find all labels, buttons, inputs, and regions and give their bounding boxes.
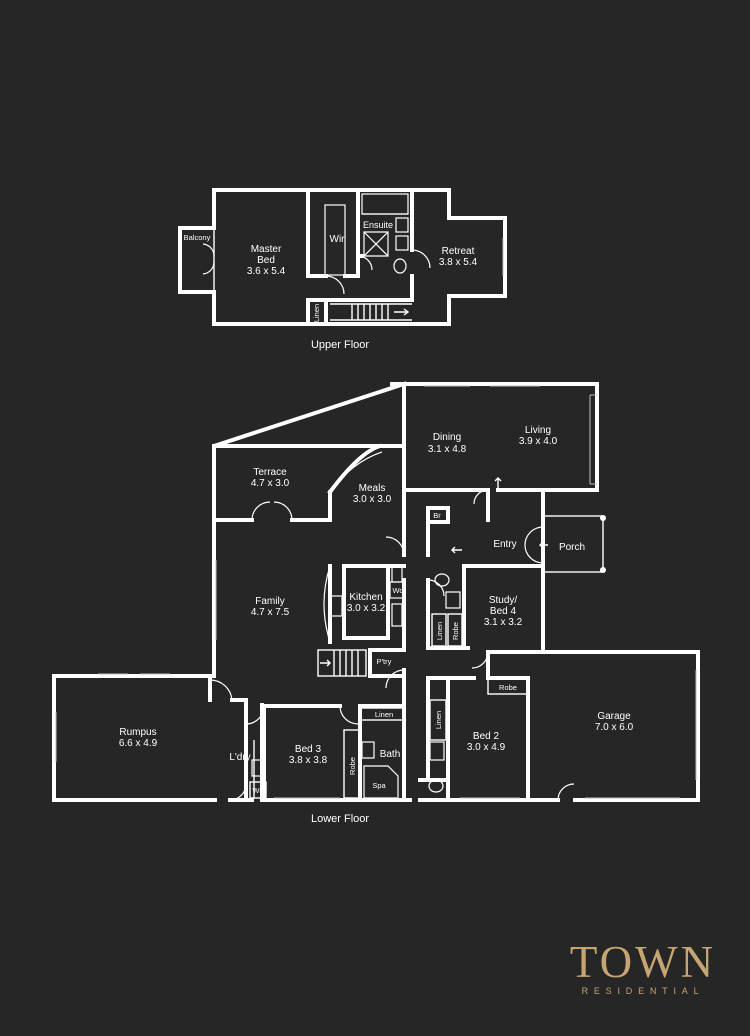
porch-outline bbox=[542, 515, 604, 573]
meals-label: Meals bbox=[359, 483, 386, 494]
bed2-robe-label: Robe bbox=[499, 683, 517, 692]
logo-sub-text: RESIDENTIAL bbox=[581, 986, 705, 996]
bath-linen-label: Linen bbox=[375, 710, 393, 719]
bath-label: Bath bbox=[380, 749, 401, 760]
study-label-2: Bed 4 bbox=[490, 606, 517, 617]
town-residential-logo: TOWN RESIDENTIAL bbox=[560, 938, 726, 996]
family-label: Family bbox=[255, 596, 284, 607]
upper-linen-label: Linen bbox=[312, 304, 321, 322]
bed2-label: Bed 2 bbox=[473, 731, 500, 742]
rumpus-label: Rumpus bbox=[119, 727, 156, 738]
terrace-size: 4.7 x 3.0 bbox=[251, 478, 290, 489]
living-label: Living bbox=[525, 425, 551, 436]
upper-outer-walls bbox=[178, 188, 507, 326]
ensuite-label: Ensuite bbox=[363, 220, 393, 230]
dining-label: Dining bbox=[433, 432, 461, 443]
retreat-size: 3.8 x 5.4 bbox=[439, 257, 478, 268]
wir-shelf bbox=[324, 204, 346, 276]
lower-stairs bbox=[317, 649, 367, 677]
upper-floor-plan: Master Bed 3.6 x 5.4 Wir Ensuite Retreat… bbox=[178, 188, 507, 351]
bed3-robe-label: Robe bbox=[348, 757, 357, 775]
wo-label: Wo bbox=[392, 586, 403, 595]
ensuite-shower-base bbox=[363, 231, 389, 257]
bed2-size: 3.0 x 4.9 bbox=[467, 742, 506, 753]
retreat-label: Retreat bbox=[442, 246, 475, 257]
porch-doors bbox=[524, 526, 544, 564]
living-size: 3.9 x 4.0 bbox=[519, 436, 558, 447]
wir-label: Wir bbox=[330, 234, 346, 245]
br-label: Br bbox=[433, 511, 441, 520]
ensuite-shower bbox=[361, 193, 409, 215]
master-bed-label-1: Master bbox=[251, 244, 282, 255]
terrace-doors bbox=[251, 501, 293, 521]
garage-label: Garage bbox=[597, 711, 631, 722]
bed3-size: 3.8 x 3.8 bbox=[289, 755, 328, 766]
powder-toilet bbox=[434, 573, 450, 587]
bath-basin bbox=[361, 741, 375, 759]
ensuite-basin-1 bbox=[395, 217, 409, 233]
ensuite-basin-2 bbox=[395, 235, 409, 251]
kitchen-label: Kitchen bbox=[349, 592, 382, 603]
study-label-1: Study/ bbox=[489, 595, 518, 606]
terrace-label: Terrace bbox=[253, 467, 287, 478]
upper-stairs bbox=[330, 303, 412, 321]
kitchen-cooktop bbox=[391, 603, 403, 627]
balcony-label: Balcony bbox=[184, 233, 211, 242]
meals-size: 3.0 x 3.0 bbox=[353, 494, 392, 505]
kitchen-sink bbox=[329, 595, 343, 617]
upper-floor-title: Upper Floor bbox=[311, 339, 369, 351]
ensuite-toilet bbox=[393, 258, 407, 274]
dining-size: 3.1 x 4.8 bbox=[428, 444, 467, 455]
rumpus-size: 6.6 x 4.9 bbox=[119, 738, 158, 749]
bed3-label: Bed 3 bbox=[295, 744, 322, 755]
balcony-door-swing bbox=[202, 243, 215, 275]
kitchen-size: 3.0 x 3.2 bbox=[347, 603, 386, 614]
study-robe-label: Robe bbox=[451, 622, 460, 640]
garage-size: 7.0 x 6.0 bbox=[595, 722, 634, 733]
master-bed-label-2: Bed bbox=[257, 255, 275, 266]
family-size: 4.7 x 7.5 bbox=[251, 607, 290, 618]
wm-label: Wm bbox=[252, 786, 265, 795]
spa-label: Spa bbox=[372, 781, 386, 790]
bed2-linen-label: Linen bbox=[434, 711, 443, 729]
laundry-label: L'dry bbox=[229, 752, 250, 763]
porch-label: Porch bbox=[559, 542, 585, 553]
ensuite-toilet-lower bbox=[428, 779, 444, 793]
master-bed-size: 3.6 x 5.4 bbox=[247, 266, 286, 277]
pantry-walls bbox=[368, 648, 406, 678]
study-linen-label: Linen bbox=[435, 622, 444, 640]
entry-label: Entry bbox=[493, 539, 516, 550]
lower-floor-title: Lower Floor bbox=[311, 813, 369, 825]
bath-spa bbox=[363, 765, 399, 799]
lower-floor-plan: Dining 3.1 x 4.8 Living 3.9 x 4.0 Terrac… bbox=[52, 381, 700, 825]
logo-main-text: TOWN bbox=[569, 937, 717, 987]
pantry-label: P'try bbox=[377, 657, 392, 666]
study-size: 3.1 x 3.2 bbox=[484, 617, 523, 628]
